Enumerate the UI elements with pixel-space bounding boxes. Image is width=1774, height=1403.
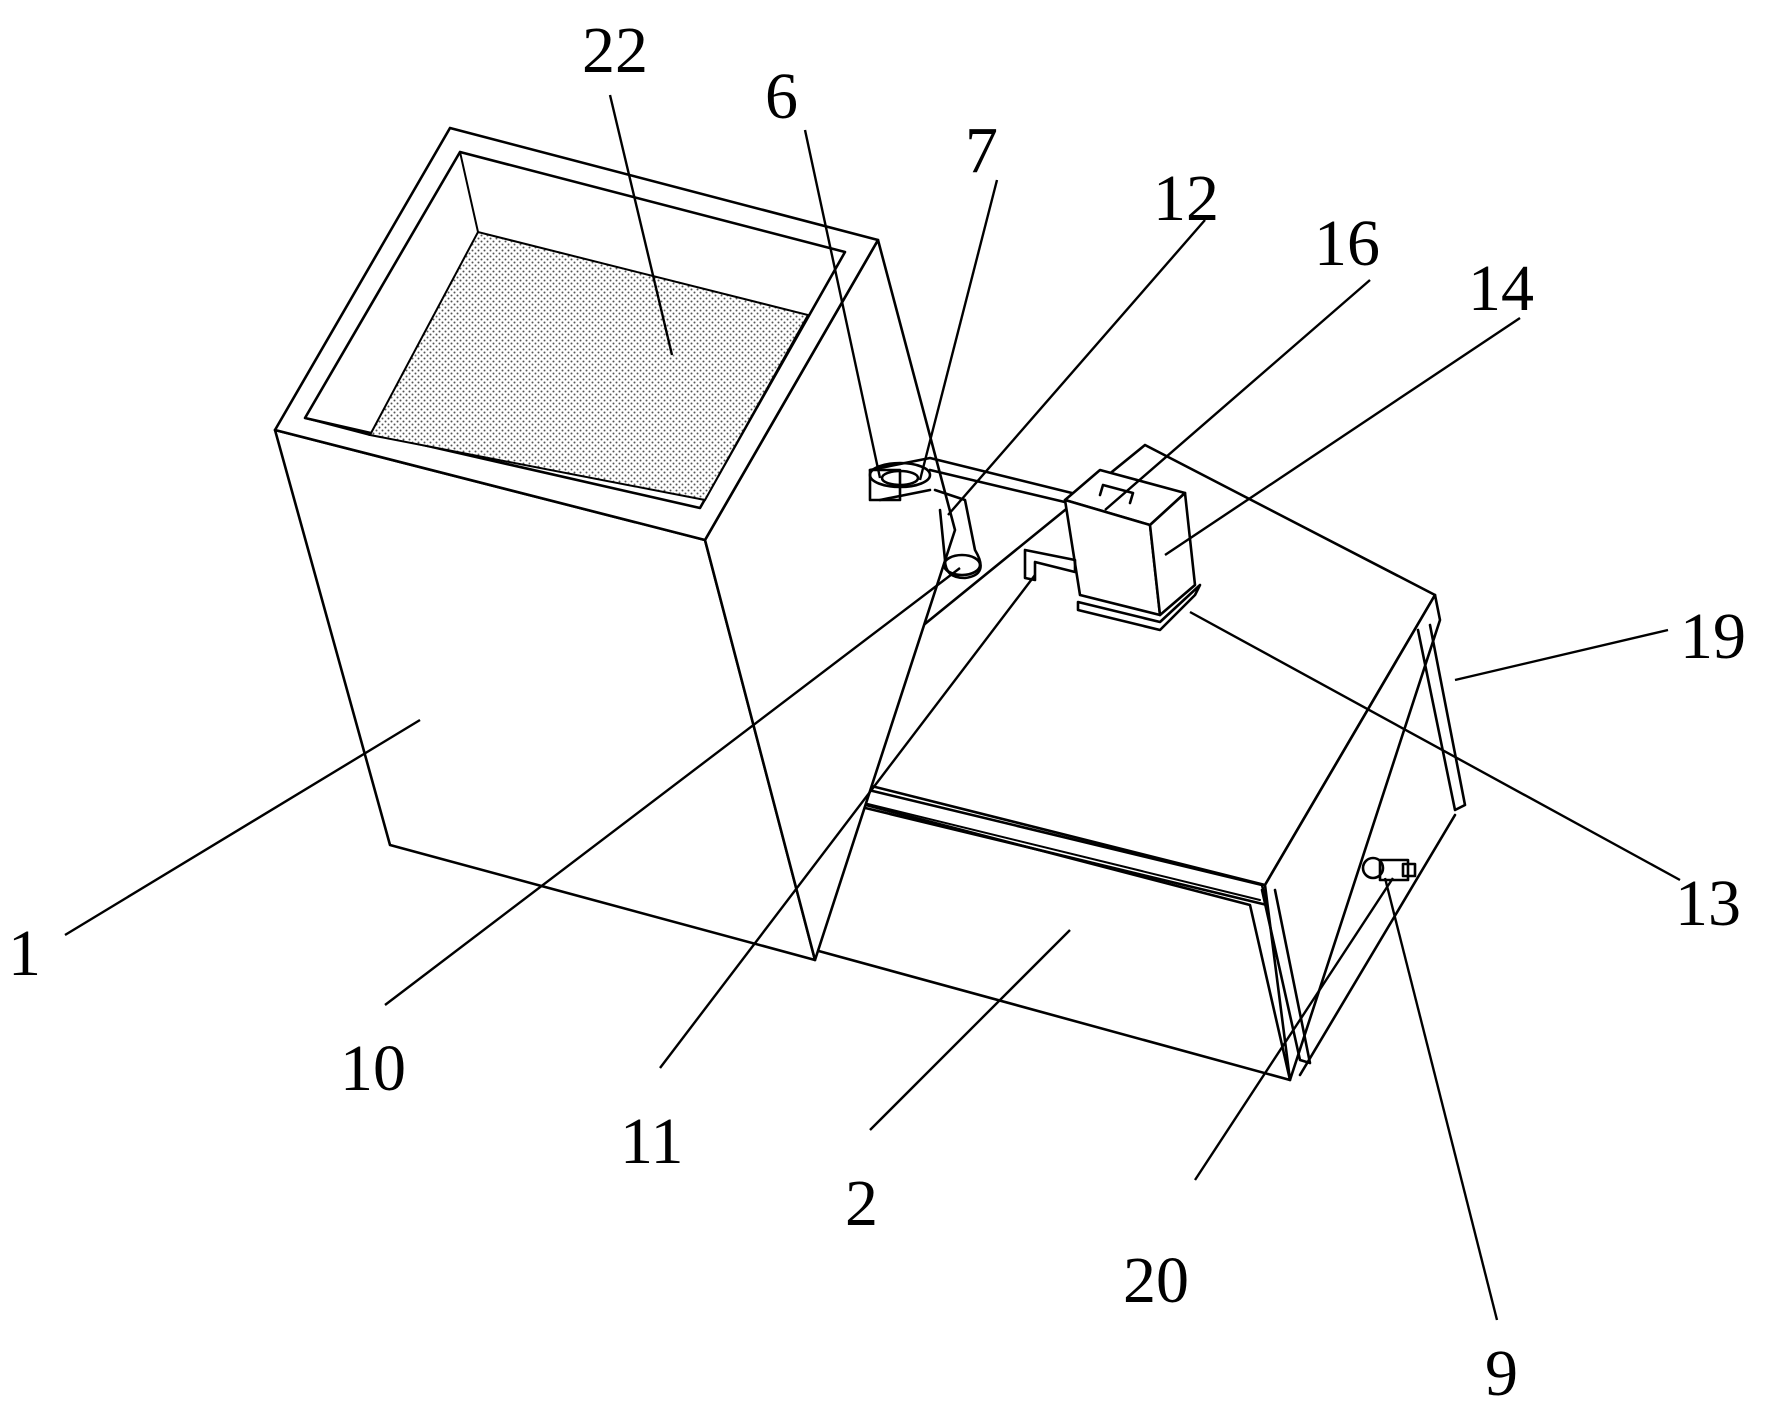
base-box	[758, 443, 1467, 1082]
tall-box	[273, 126, 957, 962]
label-6: 6	[765, 60, 798, 133]
label-16: 16	[1314, 207, 1380, 280]
label-11: 11	[620, 1105, 684, 1178]
label-12: 12	[1153, 162, 1219, 235]
label-20: 20	[1123, 1244, 1189, 1317]
label-19: 19	[1680, 600, 1746, 673]
vertical-pipe	[933, 488, 982, 580]
rail-19	[1416, 623, 1467, 812]
label-14: 14	[1468, 252, 1534, 325]
base-front-rim	[763, 763, 1269, 907]
label-2: 2	[845, 1167, 878, 1240]
callout-labels: 1 10 11 2 22 6 7 12 16 14 19 13 20 9	[8, 14, 1746, 1403]
pipe-11	[1023, 548, 1077, 582]
leader-lines	[64, 94, 1681, 1321]
label-7: 7	[965, 114, 998, 187]
base-side-face	[1263, 593, 1442, 1082]
label-22: 22	[582, 14, 648, 87]
label-9: 9	[1485, 1337, 1518, 1403]
side-strip	[1260, 888, 1312, 1065]
label-13: 13	[1675, 867, 1741, 940]
filter-tray-22	[368, 230, 810, 502]
pump-unit	[1023, 468, 1202, 632]
pump-base-plate	[1076, 583, 1202, 632]
label-1: 1	[8, 917, 41, 990]
label-10: 10	[340, 1032, 406, 1105]
valve-9	[1361, 856, 1417, 882]
